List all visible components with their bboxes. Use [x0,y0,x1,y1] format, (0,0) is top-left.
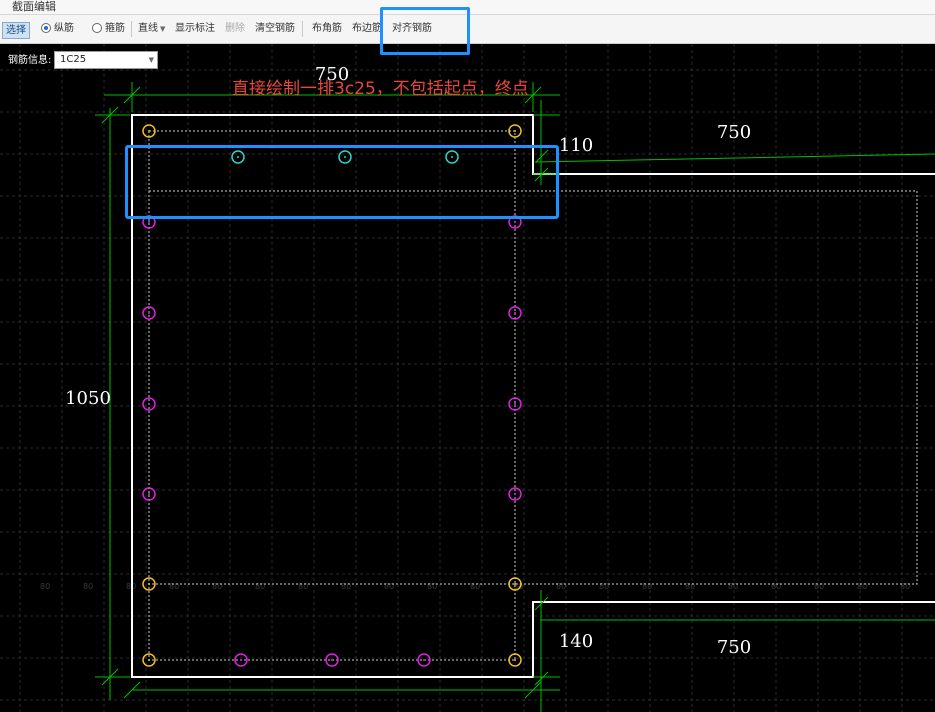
toolbar: 选择 纵筋 箍筋 直线▼ 显示标注 删除 清空钢筋 布角筋 布边筋 对齐钢筋 [0,15,935,44]
section-drawing: 80 80 80 80 80 80 80 80 80 80 80 80 80 80 80 80 80 80 80 80… [0,44,935,712]
rebar-info-select[interactable]: 1C25 ▼ [54,51,158,69]
grid-number: 80 [83,582,93,591]
grid-number: 80 [771,582,781,591]
annotation-note: 直接绘制一排3c25，不包括起点，终点 [232,79,529,99]
grid-number: 80 [513,582,523,591]
rebar-top-new-rebar[interactable] [445,150,459,164]
rebar-side-rebar[interactable] [508,397,522,411]
grid-number: 80 [857,582,867,591]
rebar-corner-rebar[interactable] [142,124,156,138]
background-grid [0,44,935,712]
rebar-side-rebar[interactable] [142,306,156,320]
grid-number: 80 [470,582,480,591]
reference-lines [148,130,918,661]
rebar-corner-rebar[interactable] [508,577,522,591]
window-titlebar: 截面编辑 [0,0,935,15]
rebar-layer [142,124,522,667]
line-tool-dropdown[interactable]: 直线▼ [138,15,165,43]
dim-flange-top-thickness: 110 [559,135,593,156]
rebar-side-rebar[interactable] [417,653,431,667]
dim-left-height: 1050 [65,388,111,409]
rebar-info-value: 1C25 [60,54,87,65]
longitudinal-radio[interactable] [41,23,51,33]
rebar-corner-rebar[interactable] [142,577,156,591]
dimension-lines [95,82,935,712]
rebar-side-rebar[interactable] [142,215,156,229]
show-label-button[interactable]: 显示标注 [175,23,215,34]
grid-number: 80 [298,582,308,591]
grid-number: 80 [685,582,695,591]
select-tool-button[interactable]: 选择 [2,22,30,39]
grid-number: 80 [427,582,437,591]
grid-number-row: 80 80 80 80 80 80 80 80 80 80 80 80 80 80 80 80 80 80 80 80… [40,582,910,591]
stirrup-radio-label[interactable]: 箍筋 [105,23,125,34]
stirrup-radio[interactable] [92,23,102,33]
rebar-corner-rebar[interactable] [142,653,156,667]
grid-number: 80 [255,582,265,591]
grid-number: 80 [556,582,566,591]
rebar-side-rebar[interactable] [142,397,156,411]
dim-top-width: 750 [315,64,349,85]
grid-number: 80 [341,582,351,591]
window-title: 截面编辑 [12,0,56,13]
align-rebar-button[interactable]: 对齐钢筋 [392,23,432,34]
chevron-down-icon: ▼ [148,56,154,64]
grid-number: 80 [814,582,824,591]
grid-number: 80 [599,582,609,591]
rebar-top-new-rebar[interactable] [231,150,245,164]
dim-flange-top-length: 750 [717,122,751,143]
toolbar-divider [302,21,303,37]
grid-number: 80 [169,582,179,591]
grid-number: 80 [212,582,222,591]
drawing-canvas[interactable]: 80 80 80 80 80 80 80 80 80 80 80 80 80 80 80 80 80 80 80 80… [0,44,935,712]
corner-rebar-button[interactable]: 布角筋 [312,23,342,34]
section-outline [131,114,935,678]
rebar-side-rebar[interactable] [325,653,339,667]
line-tool-label: 直线 [138,23,158,34]
toolbar-divider [131,21,132,37]
grid-number: 80 [642,582,652,591]
grid-number: 80 [900,582,910,591]
dim-flange-bottom-thickness: 140 [559,631,593,652]
rebar-side-rebar[interactable] [142,487,156,501]
rebar-corner-rebar[interactable] [508,653,522,667]
dim-flange-bottom-length: 750 [717,637,751,658]
rebar-corner-rebar[interactable] [508,124,522,138]
rebar-side-rebar[interactable] [234,653,248,667]
rebar-side-rebar[interactable] [508,306,522,320]
edge-rebar-button[interactable]: 布边筋 [352,23,382,34]
rebar-side-rebar[interactable] [508,487,522,501]
rebar-top-new-rebar[interactable] [338,150,352,164]
rebar-info-label: 钢筋信息: [8,55,52,66]
delete-button[interactable]: 删除 [225,23,245,34]
chevron-down-icon: ▼ [160,25,166,33]
grid-number: 80 [384,582,394,591]
grid-number: 80 [728,582,738,591]
longitudinal-radio-label[interactable]: 纵筋 [54,23,74,34]
flange-centerline-rect [148,190,918,585]
clear-rebar-button[interactable]: 清空钢筋 [255,23,295,34]
rebar-centerline-rect [148,130,516,661]
grid-number: 80 [40,582,50,591]
